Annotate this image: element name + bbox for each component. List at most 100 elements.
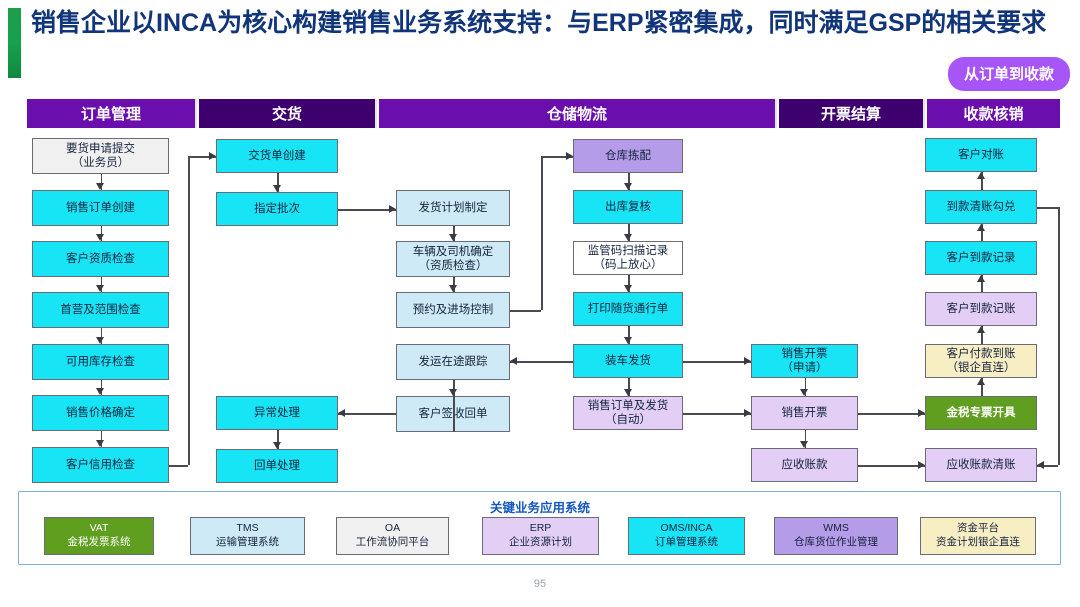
system-box-desc: 企业资源计划: [509, 536, 572, 548]
connector-arrowhead: [744, 356, 751, 365]
flow-node[interactable]: 交货单创建: [216, 139, 338, 173]
connector-arrowhead: [623, 285, 632, 292]
connector-line: [981, 172, 983, 190]
phase-header-4[interactable]: 开票结算: [779, 99, 925, 128]
flow-node[interactable]: 异常处理: [216, 396, 338, 430]
connector-arrowhead: [623, 183, 632, 190]
flow-node[interactable]: 出库复核: [573, 190, 683, 224]
flow-node[interactable]: 销售价格确定: [32, 395, 169, 431]
flow-node[interactable]: 应收账款: [751, 448, 858, 482]
connector-arrowhead: [976, 326, 985, 333]
connector-line: [100, 328, 103, 344]
flow-node[interactable]: 金税专票开具: [925, 396, 1037, 430]
system-box[interactable]: 资金平台资金计划银企直连: [920, 517, 1036, 555]
flow-node-label: 客户对账: [958, 148, 1004, 161]
connector-line: [981, 326, 983, 344]
flow-node-label: 客户到款记录: [946, 251, 1016, 264]
phase-header-label: 仓储物流: [546, 106, 607, 123]
flow-node-label: 客户到款记账: [946, 302, 1016, 315]
connector-arrowhead: [96, 183, 104, 190]
system-box-desc: 订单管理系统: [655, 536, 718, 548]
system-box-desc: 资金计划银企直连: [936, 536, 1020, 548]
flow-node[interactable]: 监管码扫描记录 （码上放心）: [573, 241, 683, 275]
phase-header-1[interactable]: 订单管理: [27, 99, 197, 128]
flow-node[interactable]: 仓库拣配: [573, 139, 683, 173]
connector-arrowhead: [96, 234, 104, 241]
connector-line: [100, 174, 103, 190]
connector-line: [169, 465, 188, 467]
flow-node[interactable]: 到款清账勾兑: [925, 190, 1037, 224]
connector-line: [981, 275, 983, 292]
connector-line: [338, 209, 396, 211]
system-box-name: WMS: [823, 522, 849, 535]
connector-line: [683, 361, 751, 363]
flow-node[interactable]: 发运在途跟踪: [396, 344, 510, 380]
connector-arrowhead: [918, 460, 925, 469]
flow-node-label: 仓库拣配: [605, 149, 651, 162]
title-accent-bar: [8, 8, 21, 78]
system-box-name: OMS/INCA: [660, 522, 713, 535]
flow-node[interactable]: 车辆及司机确定 （资质检查）: [396, 241, 510, 277]
phase-header-5[interactable]: 收款核销: [927, 99, 1060, 128]
system-box-name: ERP: [529, 522, 552, 535]
flow-node[interactable]: 销售开票 （申请）: [751, 344, 858, 378]
system-box-name: 资金平台: [957, 522, 999, 535]
flow-node[interactable]: 可用库存检查: [32, 344, 169, 380]
flow-node[interactable]: 应收账款清账: [925, 448, 1037, 482]
connector-line: [628, 224, 630, 241]
connector-line: [804, 430, 807, 448]
connector-line: [804, 378, 807, 396]
connector-line: [628, 173, 630, 190]
connector-line: [100, 226, 103, 241]
phase-header-2[interactable]: 交货: [199, 99, 377, 128]
connector-arrowhead: [623, 337, 632, 344]
flow-node[interactable]: 销售开票: [751, 396, 858, 430]
connector-line: [1037, 465, 1058, 467]
flow-node[interactable]: 打印随货通行单: [573, 292, 683, 326]
flow-node[interactable]: 客户对账: [925, 138, 1037, 172]
flow-node[interactable]: 预约及进场控制: [396, 292, 510, 328]
connector-line: [858, 413, 925, 415]
flow-node[interactable]: 装车发货: [573, 344, 683, 378]
flow-node-label: 客户资质检查: [66, 252, 135, 265]
system-box-name: TMS: [236, 522, 259, 535]
flow-node[interactable]: 指定批次: [216, 192, 338, 226]
connector-line: [188, 156, 190, 465]
flow-node-label: 打印随货通行单: [587, 302, 669, 315]
connector-arrowhead: [918, 408, 925, 417]
phase-header-label: 开票结算: [820, 106, 881, 123]
connector-arrowhead: [976, 275, 985, 282]
flow-node[interactable]: 发货计划制定: [396, 190, 510, 226]
connector-line: [858, 465, 925, 467]
connector-arrowhead: [623, 234, 632, 241]
flow-node[interactable]: 客户信用检查: [32, 447, 169, 483]
flow-node[interactable]: 要货申请提交 （业务员）: [32, 138, 169, 174]
flow-node[interactable]: 客户到款记录: [925, 241, 1037, 275]
flow-node[interactable]: 客户到款记账: [925, 292, 1037, 326]
connector-line: [100, 431, 103, 447]
connector-arrowhead: [209, 151, 216, 160]
flow-node[interactable]: 销售订单及发货 （自动）: [573, 396, 683, 430]
system-box-name: OA: [384, 522, 401, 535]
flow-node-label: 客户信用检查: [66, 458, 135, 471]
flow-node-label: 应收账款清账: [946, 458, 1016, 471]
flow-node[interactable]: 客户资质检查: [32, 241, 169, 277]
flow-node[interactable]: 销售订单创建: [32, 190, 169, 226]
flow-node[interactable]: 回单处理: [216, 449, 338, 483]
flow-node[interactable]: 客户付款到账 （银企直连）: [925, 344, 1037, 378]
system-box-desc: 工作流协同平台: [355, 536, 430, 548]
flow-node[interactable]: 首营及范围检查: [32, 292, 169, 328]
phase-header-3[interactable]: 仓储物流: [379, 99, 777, 128]
phase-header-label: 交货: [271, 106, 302, 123]
flow-node-label: 监管码扫描记录 （码上放心）: [587, 244, 669, 271]
system-box-desc: 金税发票系统: [67, 536, 131, 548]
flow-node-label: 销售开票: [781, 406, 828, 419]
flow-node-label: 销售订单创建: [66, 201, 135, 214]
connector-arrowhead: [448, 285, 457, 292]
